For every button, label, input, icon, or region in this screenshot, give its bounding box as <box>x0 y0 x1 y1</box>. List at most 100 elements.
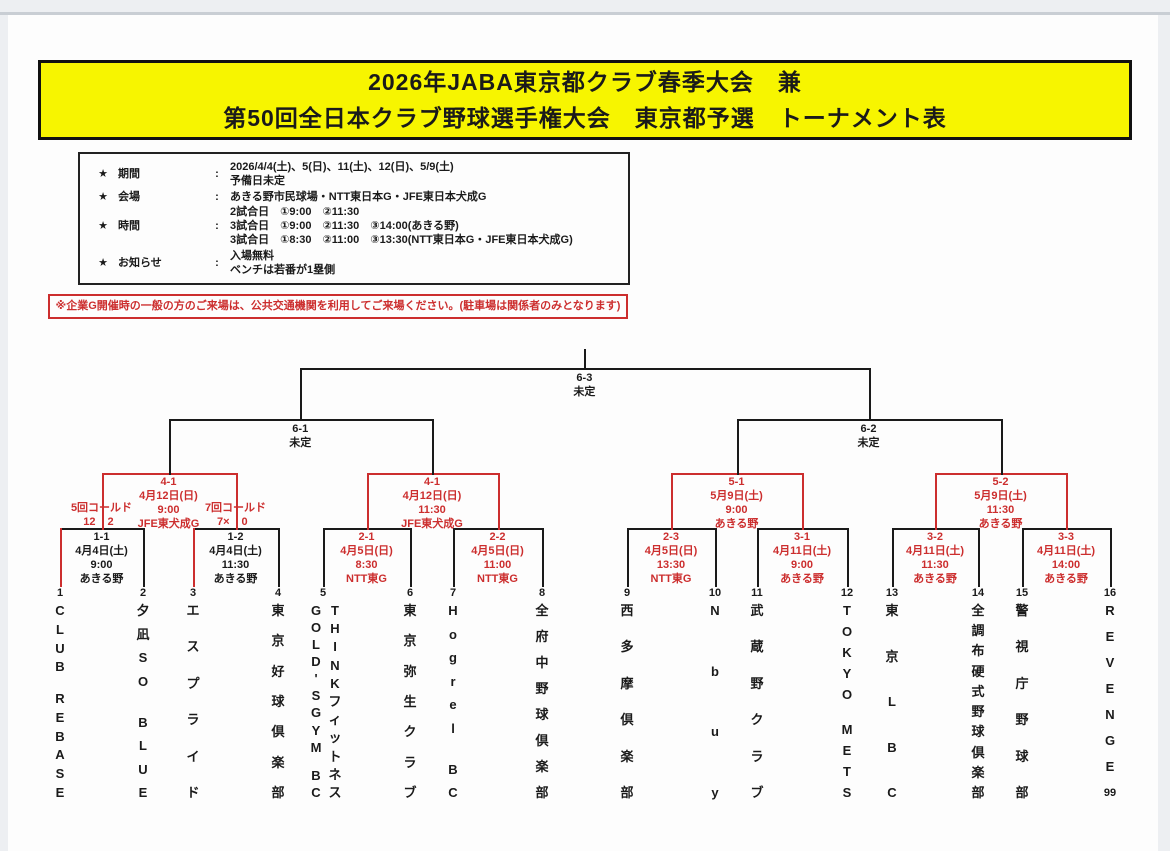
qf-leg <box>101 473 104 530</box>
match-2-1-label-line: NTT東G <box>346 573 387 585</box>
team-7-number: 7 <box>449 587 457 599</box>
team-name-char: 凪 <box>136 626 150 642</box>
team-name-char: E <box>138 785 148 800</box>
team-14-name: 全調布硬式野球倶楽部 <box>969 604 987 800</box>
team-name-char: L <box>312 637 320 653</box>
team-name-char: 全 <box>535 603 549 618</box>
team-name-char: S <box>55 766 65 782</box>
match-3-1-label-line: 4月11日(土) <box>772 545 832 557</box>
team-name-char: r <box>450 673 456 689</box>
team-name-char: H <box>448 603 458 618</box>
team-name-char: 部 <box>971 784 985 800</box>
info-value: あきる野市民球場・NTT東日本G・JFE東日本犬成G <box>230 190 620 204</box>
info-row-お知らせ: ★お知らせ:入場無料ベンチは若番が1塁側 <box>88 249 620 277</box>
title-line1: 2026年JABA東京都クラブ春季大会 兼 <box>368 69 802 95</box>
sf-leg <box>736 419 739 475</box>
team-name-char: 警 <box>1015 603 1029 618</box>
team-name-char: 庁 <box>1015 675 1029 691</box>
match-6-1-label-line: 未定 <box>289 437 312 449</box>
team-name-char: u <box>711 724 719 740</box>
match-5-2-label-3-line: あきる野 <box>978 518 1023 530</box>
match-2-2-label-line: 11:00 <box>483 559 512 571</box>
team-name-char: B <box>138 714 148 730</box>
team-4-number: 4 <box>274 587 282 599</box>
team-name-char: 野 <box>1015 712 1029 728</box>
match-3-2-label-line: 3-2 <box>927 531 943 543</box>
match-1-1-label-line: 9:00 <box>90 559 113 571</box>
team-leg <box>278 528 280 587</box>
team-name-char: ス <box>186 639 200 655</box>
team-name-char: 球 <box>1015 748 1029 764</box>
team-name-char: E <box>55 784 65 800</box>
team-10-number: 10 <box>708 587 722 599</box>
team-3-name: エスプライド <box>184 604 202 800</box>
match-2-3-label-line: 2-3 <box>663 531 679 543</box>
match-5-2-label-3-line: 11:30 <box>986 504 1015 516</box>
team-name-char: 中 <box>535 655 549 670</box>
match-1-2-label-line: 11:30 <box>221 559 250 571</box>
team-name-char: T <box>331 603 339 618</box>
notice-box: ※企業G開催時の一般の方のご来場は、公共交通機関を利用してご来場ください。(駐車… <box>48 294 628 319</box>
match-1-1-label-line: 4月4日(土) <box>75 545 128 557</box>
team-name-char: N <box>1105 707 1115 722</box>
match-2-3-label-line: 13:30 <box>656 559 686 571</box>
team-name-char: ブ <box>750 784 764 800</box>
team-11-name: 武蔵野クラブ <box>748 604 766 800</box>
team-name-char: O <box>841 686 853 702</box>
team-name-char: B <box>311 767 321 783</box>
team-name-char: K <box>330 675 340 691</box>
team-name-char: 楽 <box>620 748 634 764</box>
team-name-char: ク <box>403 724 417 740</box>
team-name-char: S <box>311 688 321 704</box>
team-4-name: 東京好球倶楽部 <box>269 604 287 800</box>
info-box: ★期間:2026/4/4(土)、5(日)、11(土)、12(日)、5/9(土)予… <box>78 152 630 285</box>
team-15-number: 15 <box>1015 587 1029 599</box>
info-value-line: ベンチは若番が1塁側 <box>230 263 336 276</box>
team-name-char: o <box>449 626 457 642</box>
team-name-char: C <box>55 603 65 618</box>
team-name-char: フ <box>328 693 342 709</box>
team-name-char: e <box>449 697 457 712</box>
team-12-number: 12 <box>840 587 854 599</box>
match-1-2-label-line: 4月4日(土) <box>209 545 262 557</box>
match-1-2-score-left: 7× <box>216 516 230 528</box>
team-name-char: y <box>711 784 719 800</box>
team-leg <box>143 528 145 587</box>
team-name-char: M <box>841 722 853 738</box>
match-5-2-label-3-line: 5-2 <box>992 476 1009 488</box>
team-name-char: 視 <box>1015 639 1029 655</box>
team-name-char: 野 <box>535 681 549 696</box>
team-16-number: 16 <box>1103 587 1117 599</box>
info-bullet-icon: ★ <box>98 168 108 180</box>
match-4-1-label-0-line: 4-1 <box>160 476 177 488</box>
team-name-char: E <box>1105 759 1115 774</box>
team-name-char: 多 <box>620 639 634 655</box>
info-value-line: 予備日未定 <box>230 175 285 187</box>
match-1-1-score-left: 12 <box>83 516 96 528</box>
info-colon: : <box>215 190 219 203</box>
team-name-char: Y <box>311 722 321 738</box>
team-name-char: 倶 <box>535 733 549 748</box>
info-value-line: 2026/4/4(土)、5(日)、11(土)、12(日)、5/9(土) <box>230 161 454 173</box>
info-value-line: 3試合日 ①8:30 ②11:00 ③13:30(NTT東日本G・JFE東日本犬… <box>230 234 573 247</box>
team-5-number: 5 <box>319 587 327 599</box>
team-name-char: E <box>842 743 852 759</box>
sf-leg <box>1000 419 1003 475</box>
qf-leg <box>235 473 238 530</box>
team-name-char: 部 <box>620 784 634 800</box>
info-label: 期間 <box>118 168 140 180</box>
match-3-1-label-line: 3-1 <box>794 531 810 543</box>
info-value-line: あきる野市民球場・NTT東日本G・JFE東日本犬成G <box>230 190 487 203</box>
match-6-2-label-line: 6-2 <box>860 423 877 435</box>
team-leg <box>193 528 195 587</box>
info-colon: : <box>215 168 219 180</box>
